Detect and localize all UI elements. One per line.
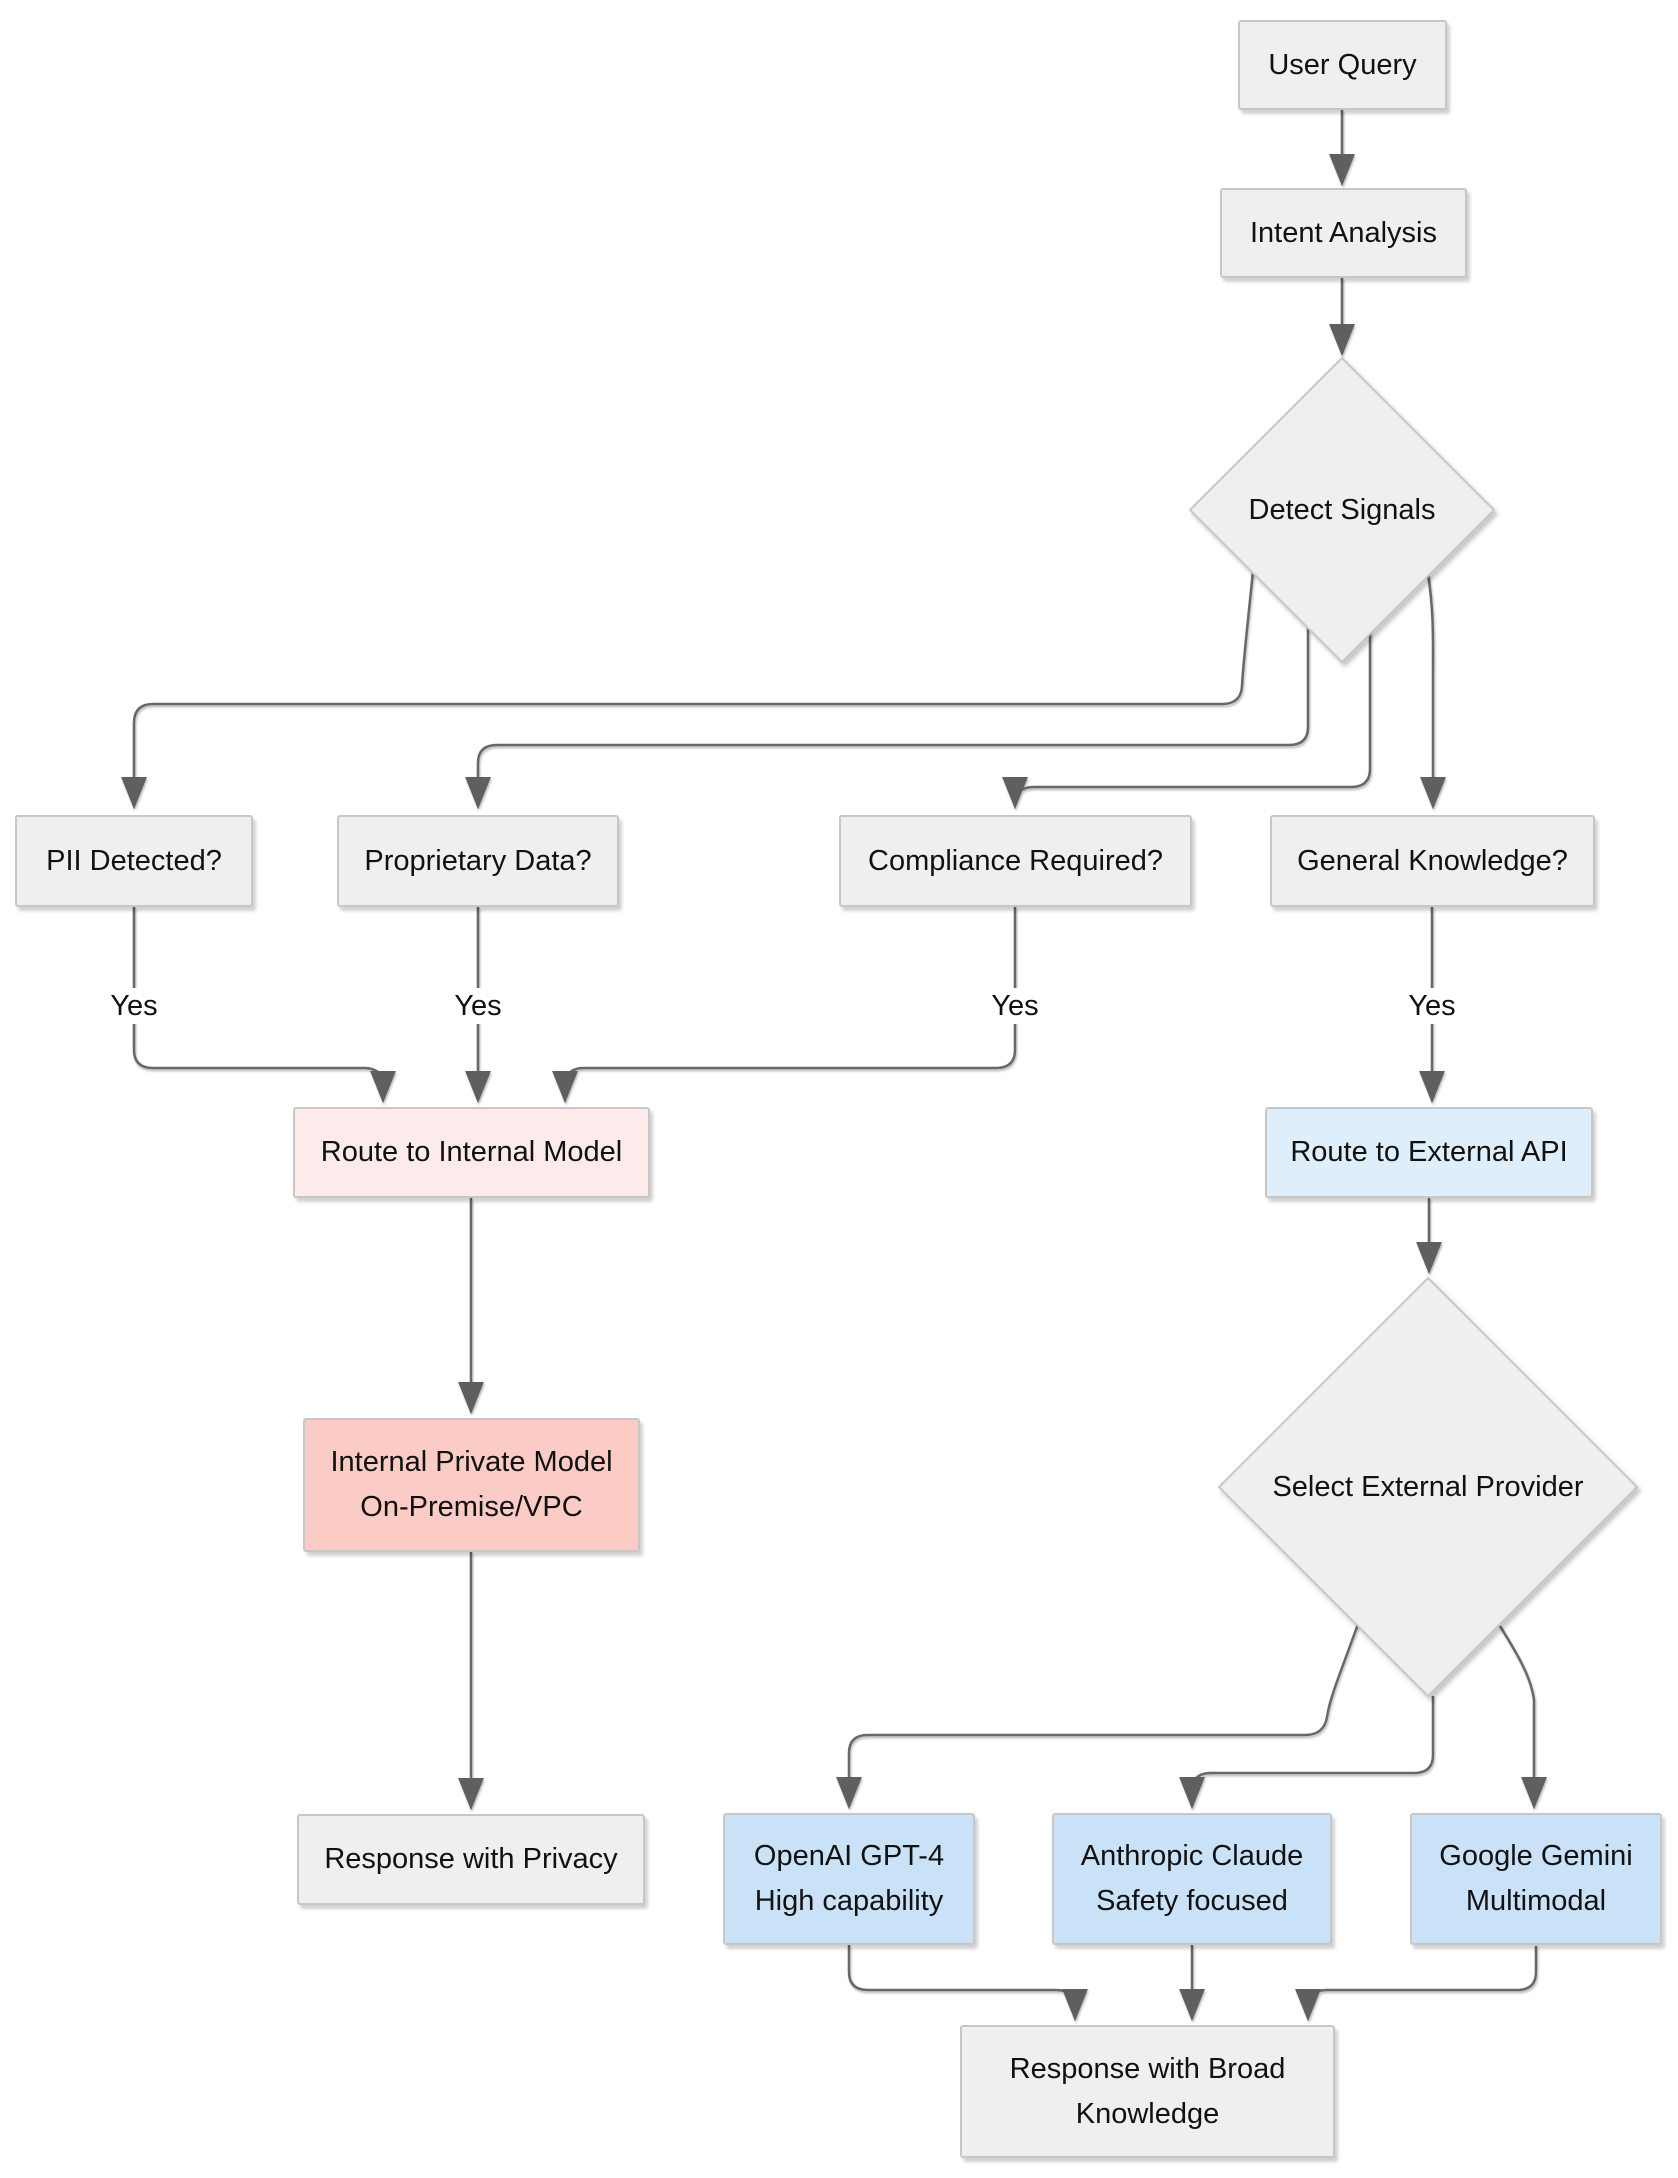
select-external-provider-diamond: [1217, 1276, 1639, 1698]
node-intent-analysis: Intent Analysis: [1220, 188, 1467, 278]
node-label: Compliance Required?: [868, 844, 1163, 877]
node-label-line-2: Knowledge: [1075, 2097, 1220, 2130]
detect-signals-label: Detect Signals: [1248, 494, 1436, 526]
edge-label-yes-pii: Yes: [102, 988, 166, 1024]
edge-select-provider-to-anthropic: [1179, 1696, 1435, 1810]
node-label-line-2: On-Premise/VPC: [360, 1491, 583, 1523]
node-label: General Knowledge?: [1297, 844, 1568, 877]
node-label: Intent Analysis: [1250, 216, 1437, 249]
detect-signals-diamond: [1188, 356, 1496, 664]
node-label: Route to External API: [1290, 1136, 1568, 1168]
node-label: Response with Privacy: [324, 1843, 618, 1875]
node-label: Route to Internal Model: [320, 1136, 623, 1168]
node-label-line-2: Multimodal: [1465, 1885, 1607, 1917]
edge-openai-to-response-broad: [847, 1945, 1088, 2022]
edge-detect-signals-to-general: [1420, 573, 1446, 810]
node-label-line-2: Safety focused: [1096, 1885, 1288, 1917]
edges-group: [121, 110, 1547, 2022]
edge-google-to-response-broad: [1295, 1946, 1538, 2022]
node-label: User Query: [1268, 48, 1417, 81]
edge-label-yes-general: Yes: [1400, 988, 1464, 1024]
node-user-query: User Query: [1238, 20, 1447, 110]
node-label-line-1: Response with Broad: [1009, 2052, 1286, 2085]
node-label-line-1: Google Gemini: [1439, 1840, 1633, 1872]
edge-pii-to-route-internal: [132, 907, 396, 1104]
edge-label-yes-compliance: Yes: [983, 988, 1047, 1024]
node-route-to-internal-model: Route to Internal Model: [293, 1107, 650, 1198]
edge-select-provider-to-openai: [836, 1623, 1360, 1810]
node-general-knowledge: General Knowledge?: [1270, 815, 1595, 907]
node-compliance-required: Compliance Required?: [839, 815, 1192, 907]
node-label-line-1: OpenAI GPT-4: [753, 1840, 945, 1872]
edge-compliance-to-route-internal: [552, 907, 1017, 1104]
node-anthropic-claude: Anthropic Claude Safety focused: [1052, 1813, 1332, 1945]
edge-detect-signals-to-pii: [121, 570, 1255, 810]
node-label: PII Detected?: [46, 844, 222, 877]
node-openai-gpt4: OpenAI GPT-4 High capability: [723, 1813, 975, 1945]
select-external-provider-label: Select External Provider: [1272, 1471, 1584, 1503]
node-pii-detected: PII Detected?: [15, 815, 253, 907]
node-route-to-external-api: Route to External API: [1265, 1107, 1593, 1198]
diamonds-group: [1188, 356, 1639, 1698]
node-label-line-1: Internal Private Model: [330, 1446, 613, 1478]
node-label-line-2: High capability: [754, 1885, 944, 1917]
node-internal-private-model: Internal Private Model On-Premise/VPC: [303, 1418, 640, 1552]
node-google-gemini: Google Gemini Multimodal: [1410, 1813, 1662, 1945]
node-label: Proprietary Data?: [364, 844, 592, 877]
edge-select-provider-to-google: [1498, 1625, 1547, 1810]
edge-detect-signals-to-proprietary: [465, 625, 1310, 810]
node-label-line-1: Anthropic Claude: [1080, 1840, 1304, 1872]
edge-label-yes-proprietary: Yes: [446, 988, 510, 1024]
node-response-with-broad-knowledge: Response with Broad Knowledge: [960, 2025, 1335, 2158]
edge-detect-signals-to-compliance: [1002, 629, 1372, 810]
node-response-with-privacy: Response with Privacy: [297, 1814, 645, 1905]
node-proprietary-data: Proprietary Data?: [337, 815, 619, 907]
